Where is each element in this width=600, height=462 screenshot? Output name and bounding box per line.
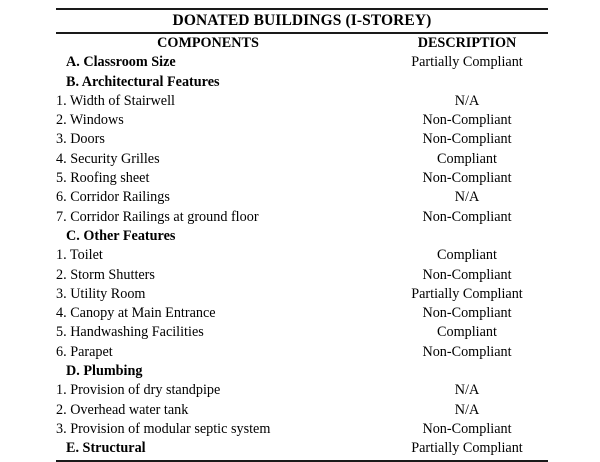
row-description-value — [386, 73, 548, 92]
table-row: 2. Windows Non-Compliant — [56, 111, 548, 130]
row-section-label: C. Other Features — [66, 227, 176, 244]
table-header-row: COMPONENTS DESCRIPTION — [56, 34, 548, 53]
table-row: 3. Doors Non-Compliant — [56, 130, 548, 149]
table-row: 2. Storm Shutters Non-Compliant — [56, 266, 548, 285]
document-page: DONATED BUILDINGS (I-STOREY) COMPONENTS … — [56, 8, 548, 462]
row-item-label: 6. Corridor Railings — [56, 189, 170, 206]
table-row: 6. Corridor Railings N/A — [56, 188, 548, 207]
table-row: 4. Security Grilles Compliant — [56, 150, 548, 169]
table-body: COMPONENTS DESCRIPTION A. Classroom Size… — [56, 34, 548, 459]
row-description-value: Non-Compliant — [422, 170, 512, 187]
row-description-value: Compliant — [437, 247, 497, 264]
row-item-label: 6. Parapet — [56, 343, 113, 360]
row-item-label: 5. Handwashing Facilities — [56, 324, 204, 341]
row-description-value: Partially Compliant — [411, 440, 523, 457]
row-description-value: Non-Compliant — [422, 112, 512, 129]
row-description-value: Non-Compliant — [422, 420, 512, 437]
column-header-components: COMPONENTS — [157, 35, 259, 51]
row-section-label: E. Structural — [66, 440, 146, 457]
table-row: 2. Overhead water tank N/A — [56, 401, 548, 420]
row-item-label: 1. Width of Stairwell — [56, 92, 175, 109]
row-item-label: 1. Provision of dry standpipe — [56, 382, 221, 399]
table-row: A. Classroom Size Partially Compliant — [56, 53, 548, 72]
row-description-value: Non-Compliant — [422, 343, 512, 360]
row-item-label: 2. Windows — [56, 112, 124, 129]
table-row: 6. Parapet Non-Compliant — [56, 343, 548, 362]
row-description-value: N/A — [454, 189, 480, 206]
row-description-value: Non-Compliant — [422, 208, 512, 225]
table-row: 3. Provision of modular septic system Non… — [56, 420, 548, 439]
row-description-value — [386, 227, 548, 246]
row-description-value: Compliant — [437, 324, 497, 341]
table-bottom-border — [56, 459, 548, 462]
table-row: B. Architectural Features — [56, 73, 548, 92]
row-description-value: N/A — [454, 382, 480, 399]
table-row: C. Other Features — [56, 227, 548, 246]
table-row: 1. Width of Stairwell N/A — [56, 92, 548, 111]
column-header-description: DESCRIPTION — [417, 35, 517, 51]
row-section-label: B. Architectural Features — [66, 73, 220, 90]
row-item-label: 3. Utility Room — [56, 285, 146, 302]
row-item-label: 1. Toilet — [56, 247, 103, 264]
table-row: 5. Roofing sheet Non-Compliant — [56, 169, 548, 188]
row-description-value: N/A — [454, 92, 480, 109]
table-row: 3. Utility Room Partially Compliant — [56, 285, 548, 304]
table-row: D. Plumbing — [56, 362, 548, 381]
table-row: 1. Toilet Compliant — [56, 246, 548, 265]
row-description-value: Partially Compliant — [411, 54, 523, 71]
table-title: DONATED BUILDINGS (I-STOREY) — [172, 12, 432, 29]
compliance-table: DONATED BUILDINGS (I-STOREY) COMPONENTS … — [56, 8, 548, 462]
row-item-label: 3. Provision of modular septic system — [56, 420, 271, 437]
row-item-label: 2. Storm Shutters — [56, 266, 155, 283]
row-item-label: 7. Corridor Railings at ground floor — [56, 208, 259, 225]
row-description-value: Non-Compliant — [422, 266, 512, 283]
row-description-value — [386, 362, 548, 381]
table-row: E. Structural Partially Compliant — [56, 439, 548, 458]
row-description-value: Non-Compliant — [422, 131, 512, 148]
table-title-divider — [56, 32, 548, 34]
row-description-value: Non-Compliant — [422, 305, 512, 322]
row-item-label: 3. Doors — [56, 131, 105, 148]
row-description-value: N/A — [454, 401, 480, 418]
row-description-value: Compliant — [437, 150, 497, 167]
row-item-label: 4. Security Grilles — [56, 150, 160, 167]
table-row: 4. Canopy at Main Entrance Non-Compliant — [56, 304, 548, 323]
table-row: 5. Handwashing Facilities Compliant — [56, 323, 548, 342]
row-section-label: D. Plumbing — [66, 363, 143, 380]
table-row: 7. Corridor Railings at ground floor Non-… — [56, 208, 548, 227]
table-row: 1. Provision of dry standpipe N/A — [56, 381, 548, 400]
row-description-value: Partially Compliant — [411, 285, 523, 302]
row-item-label: 5. Roofing sheet — [56, 170, 150, 187]
row-section-label: A. Classroom Size — [66, 54, 176, 71]
row-item-label: 2. Overhead water tank — [56, 401, 189, 418]
table-top-border — [56, 8, 548, 10]
row-item-label: 4. Canopy at Main Entrance — [56, 305, 216, 322]
